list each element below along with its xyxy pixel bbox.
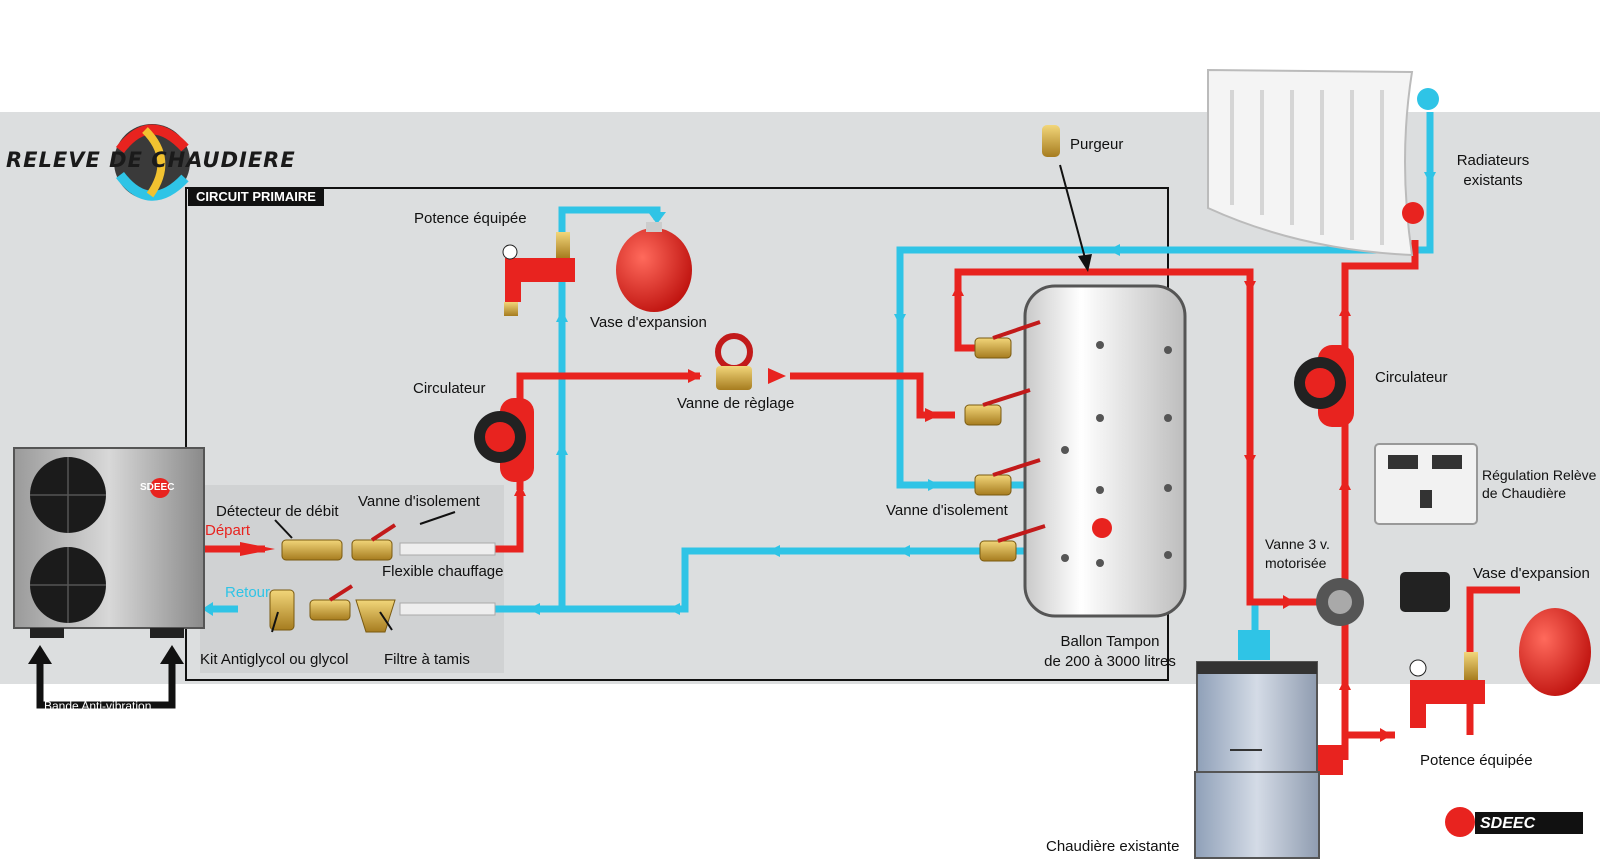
unit-brand-text: SDEEC: [140, 482, 175, 493]
potence-right-label: Potence équipée: [1420, 752, 1533, 769]
left-circulator: [474, 398, 534, 482]
depart-label: Départ: [205, 522, 251, 539]
chaudiere-label: Chaudière existante: [1046, 838, 1180, 855]
filtre-tamis-label: Filtre à tamis: [384, 651, 470, 668]
anti-vibration-bracket: [36, 660, 176, 709]
vanne-isolement-left-label: Vanne d'isolement: [358, 493, 480, 510]
purgeur-label: Purgeur: [1070, 136, 1124, 153]
regulating-valve: [715, 333, 753, 390]
buffer-tank: [1023, 284, 1187, 618]
vanne3v-line2: motorisée: [1265, 555, 1327, 571]
radiateurs-line2: existants: [1463, 172, 1523, 189]
regulation-line2: de Chaudière: [1482, 485, 1567, 501]
detecteur-debit-label: Détecteur de débit: [216, 503, 339, 520]
regulation-line1: Régulation Relève: [1482, 467, 1597, 483]
ballon-line2: de 200 à 3000 litres: [1044, 653, 1176, 670]
brand-logo: [1445, 807, 1583, 837]
right-circulator: [1294, 345, 1354, 427]
vase-expansion-right-label: Vase d'expansion: [1473, 565, 1590, 582]
left-expansion-vessel: [616, 222, 692, 312]
three-way-valve: [1316, 572, 1450, 626]
pointer-lines: [271, 164, 1086, 633]
left-potence: [502, 232, 575, 316]
vanne-reglage-label: Vanne de règlage: [677, 395, 795, 412]
logo-swirl: [114, 124, 190, 201]
circuit-primaire-tag: CIRCUIT PRIMAIRE: [188, 187, 324, 206]
vanne-isolement-center-label: Vanne d'isolement: [886, 502, 1008, 519]
purgeur-device: [1042, 125, 1060, 157]
tank-valves: [964, 320, 1046, 562]
vase-expansion-left-label: Vase d'expansion: [590, 314, 707, 331]
kit-antiglycol-label: Kit Antiglycol ou glycol: [200, 651, 349, 668]
cold-arrows: [202, 172, 1436, 616]
right-expansion-vessel: [1519, 608, 1591, 696]
regulation-box: [1374, 443, 1478, 525]
logo-title: RELEVE DE CHAUDIERE: [6, 148, 296, 172]
radiator: [1207, 68, 1439, 257]
circulateur-right-label: Circulateur: [1375, 369, 1448, 386]
boiler: [1194, 661, 1320, 859]
potence-left-label: Potence équipée: [414, 210, 527, 227]
boiler-cold-inlet: [1238, 630, 1270, 660]
retour-label: Retour: [225, 584, 271, 601]
boiler-hot-outlet: [1315, 745, 1343, 775]
accessories-panel: [200, 485, 504, 673]
right-potence: [1409, 652, 1485, 728]
left-fittings: [269, 523, 496, 633]
hot-arrows: [240, 281, 1392, 742]
flexible-chauffage-label: Flexible chauffage: [382, 563, 504, 580]
heat-pump-unit: [13, 447, 205, 638]
radiateurs-line1: Radiateurs: [1456, 152, 1530, 169]
hot-pipes: [198, 240, 1520, 764]
vanne3v-line1: Vanne 3 v.: [1265, 536, 1330, 552]
brand-text: SDEEC: [1480, 815, 1536, 832]
bande-anti-vibration-label: Bande Anti-vibration: [44, 699, 152, 713]
ballon-line1: Ballon Tampon: [1060, 633, 1160, 650]
circulateur-left-label: Circulateur: [413, 380, 486, 397]
